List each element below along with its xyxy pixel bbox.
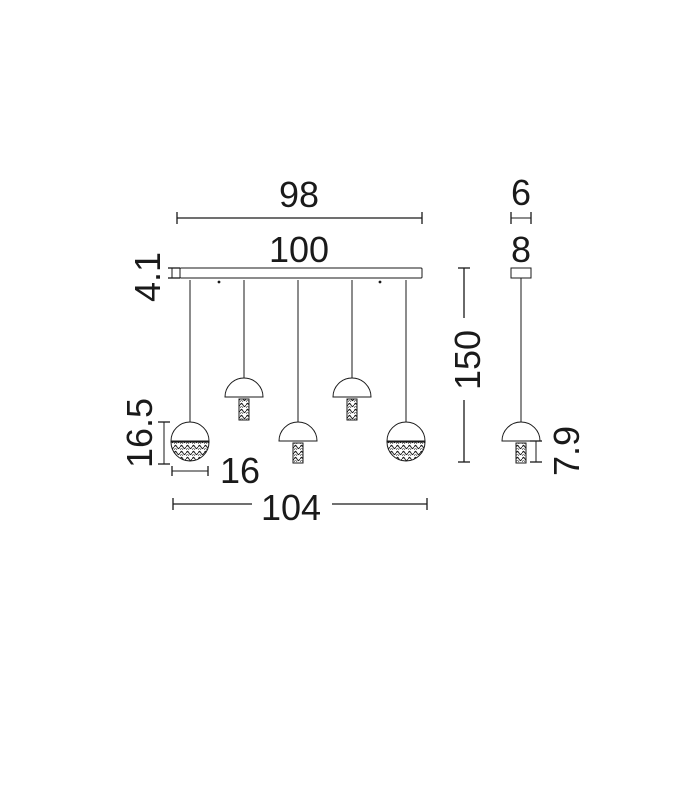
- mushroom-pendant-3: [278, 421, 318, 464]
- dimension-side-canopy-depth: 6: [510, 172, 532, 224]
- canopy-bar: [179, 267, 423, 279]
- mushroom-pendant-4: [332, 377, 372, 421]
- dimension-overall-height: 150: [447, 267, 488, 463]
- dimension-total-width: 104: [172, 487, 428, 528]
- dimension-globe-diameter: 16: [171, 450, 260, 491]
- top-length-label: 98: [279, 174, 319, 215]
- globe-pendant-left: [170, 421, 210, 462]
- total-width-label: 104: [261, 487, 321, 528]
- side-shade-height-label: 7.9: [546, 426, 587, 476]
- overall-height-label: 150: [447, 330, 488, 390]
- globe-pendant-right: [386, 421, 426, 462]
- canopy-screws: [217, 280, 382, 284]
- side-mushroom-pendant: [501, 421, 541, 464]
- globe-diameter-label: 16: [220, 450, 260, 491]
- dimension-top-length: 98: [176, 174, 423, 224]
- canopy-height-label: 4.1: [127, 252, 168, 302]
- suspension-cables: [189, 280, 407, 422]
- dimension-canopy-height: 4.1: [127, 252, 180, 302]
- dimension-side-shade-height: 7.9: [530, 426, 587, 476]
- globe-height-label: 16.5: [119, 398, 160, 468]
- side-canopy-depth-label: 6: [511, 172, 531, 213]
- side-canopy-width-label: 8: [511, 229, 531, 270]
- side-canopy: [510, 267, 532, 279]
- canopy-length-label: 100: [269, 229, 329, 270]
- dimension-globe-height: 16.5: [119, 398, 170, 468]
- mushroom-pendant-2: [224, 377, 264, 421]
